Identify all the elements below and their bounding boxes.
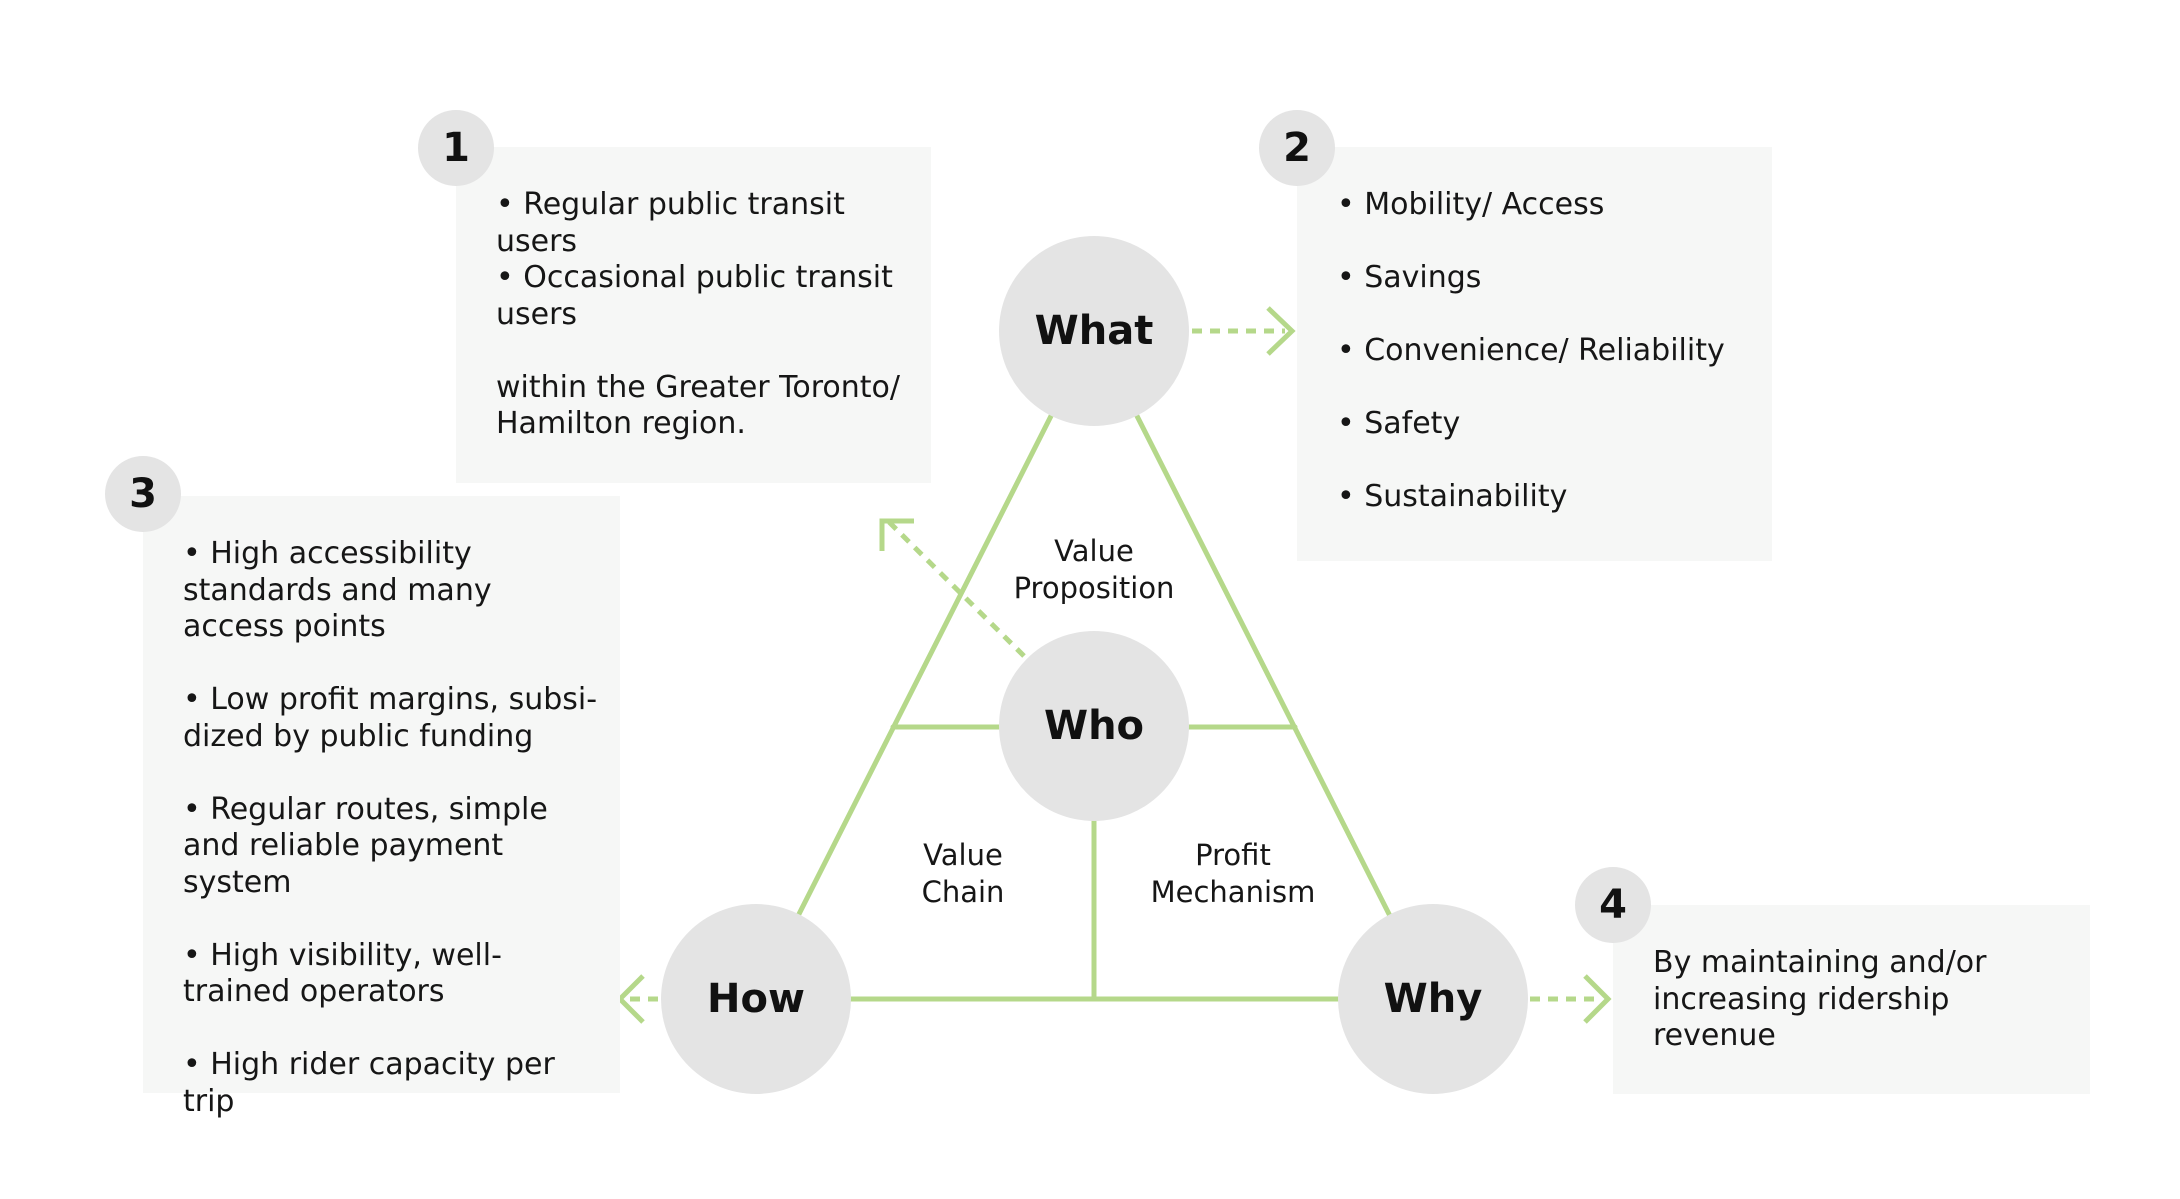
box2-line-3: • Savings [1337,260,1482,295]
label-profit-mechanism: Profit Mechanism [1150,838,1316,909]
badge-3: 3 [105,456,181,532]
box3-line-3: • Low profit margins, subsi-dized by pub… [183,682,598,754]
box3-line-7: • High visibility, well-trained operator… [183,937,502,1010]
node-what: What [999,236,1189,426]
box2-line-1: • Mobility/ Access [1337,187,1605,222]
arrow-who-to-box1-shaft [887,520,1026,658]
triangle-right-edge [1091,328,1435,1002]
box1-line-1: • Regular public transit users [496,187,845,259]
box2-line-5: • Convenience/ Reliability [1337,333,1725,368]
arrow-who-to-box1-head [879,518,914,551]
box-what-value: • Mobility/ Access • Savings • Convenien… [1297,147,1772,561]
arrow-what-to-box2-head [1266,306,1296,356]
badge-4: 4 [1575,867,1651,943]
box-why-profit: By maintaining and/or increasing ridersh… [1613,905,2090,1094]
box3-line-5: • Regular routes, simple and reliable pa… [183,791,548,900]
box1-line-4: within the Greater Toronto/ Hamilton reg… [496,369,901,442]
box2-line-9: • Sustainability [1337,479,1568,514]
box-how-chain: • High accessibility standards and many … [143,496,620,1119]
label-value-chain: Value Chain [921,838,1005,909]
badge-2: 2 [1259,110,1335,186]
box2-line-7: • Safety [1337,406,1461,441]
node-what-label: What [1034,308,1154,354]
node-who: Who [999,631,1189,821]
label-value-proposition: Value Proposition [1013,534,1175,605]
box-who-customers: • Regular public transit users • Occasio… [456,147,931,483]
node-why: Why [1338,904,1528,1094]
node-how-label: How [707,976,805,1022]
node-who-label: Who [1043,703,1145,749]
box1-line-2: • Occasional public transit users [496,260,893,332]
node-how: How [661,904,851,1094]
arrow-how-to-box3-head [616,974,645,1024]
box3-line-1: • High accessibility standards and many … [183,536,492,644]
node-why-label: Why [1383,976,1483,1022]
box3-line-9: • High rider capacity per trip [183,1047,555,1119]
badge-1: 1 [418,110,494,186]
arrow-why-to-box4-head [1583,974,1612,1024]
triangle-left-edge [753,328,1097,1002]
box4-line-1: By maintaining and/or increasing ridersh… [1653,945,1987,1053]
